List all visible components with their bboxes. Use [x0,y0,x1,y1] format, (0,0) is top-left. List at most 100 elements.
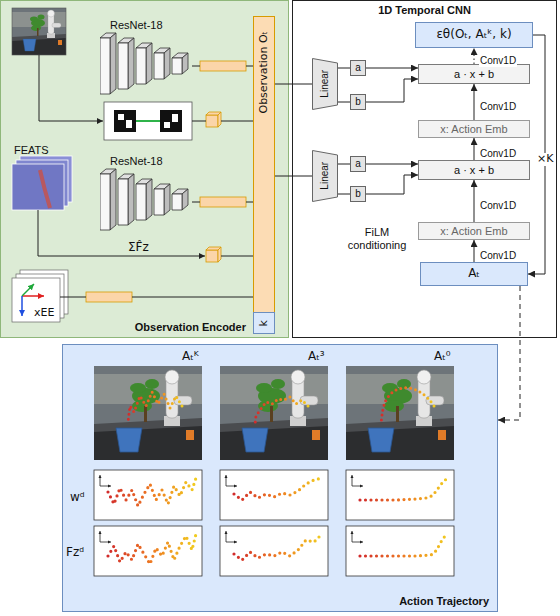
scene-photo [255,397,308,424]
pose-icon [22,295,44,297]
wire [132,297,253,298]
node-text: a · x + b [454,164,494,177]
scene-photo [94,366,454,460]
input-label: FEATS [14,144,49,156]
scene-photo [220,366,328,460]
feature-vector [200,61,246,71]
connector [366,164,418,165]
node-text: a · x + b [454,68,494,81]
trajectory-plot [346,526,454,576]
feature-vector [200,197,246,207]
wire [221,121,253,122]
feature-vector [86,292,132,302]
connector [474,84,475,120]
trajectory-plot [360,534,448,556]
annotation: FiLM conditioning [343,226,411,251]
trajectory-plot [108,534,196,564]
trajectory-plot [108,478,196,506]
node-text: b [355,96,361,108]
trajectory-plot [220,470,328,520]
feature-vector [86,61,246,302]
trajectory-plot [100,531,101,542]
shift-box: b [350,186,366,202]
trajectory-plot [94,470,202,520]
node-text: Linear [319,70,331,98]
embedding-box: x: Action Emb [418,120,530,138]
pose-icon [12,270,68,322]
edge-label: Conv1D [479,55,517,67]
trajectory-plot [220,470,328,520]
trajectory-plot [220,526,328,576]
bar-label: Observation Oₜ [258,31,271,113]
trajectory-plot [360,478,448,500]
network-label: ResNet-18 [110,19,163,31]
scale-box: a [350,60,366,76]
trajectory-plot [352,531,353,542]
wire [192,202,200,203]
connector [498,286,520,420]
trajectory-plot [352,475,353,486]
input-label: ΣF̂z [128,240,149,254]
observation-bar: Observation Oₜ k [253,16,275,334]
resnet-symbol [100,33,188,94]
connector [474,240,475,262]
pose-icon [22,284,34,296]
edge-label: Conv1D [479,101,517,113]
feature-vector [206,115,218,127]
scene-photo [94,366,202,460]
connector [474,138,475,160]
trajectory-plot [100,486,111,487]
step-label: Aₜ⁰ [434,349,451,363]
marker-image [160,110,182,132]
step-label: Aₜᴷ [182,349,199,363]
cnn-panel: 1D Temporal CNNεθ(Oₜ, Aₜᵏ, k)a · x + bx:… [292,0,557,338]
connector [275,176,312,177]
feats-image [40,170,50,208]
edge-label: Conv1D [479,148,517,160]
wire [246,202,253,203]
node-text: a [355,158,361,170]
wire [192,66,200,67]
wire [192,121,206,122]
shift-box: b [350,94,366,110]
trapezoid-shape [313,59,338,110]
scene-photo [346,366,454,460]
connector [275,84,312,85]
node-text: x: Action Emb [440,123,507,136]
trajectory-plot [100,542,111,543]
node-text: a [355,62,361,74]
feats-image [12,164,64,210]
timestep-box: k [253,312,275,334]
node-text: x: Action Emb [440,225,507,238]
resnet-symbol [100,169,188,230]
scene-photo [346,366,454,460]
trapezoid-shape [313,151,338,202]
network-label: ResNet-18 [110,155,163,167]
linear-layer: Linear [312,150,338,202]
edge-label: Conv1D [479,200,517,212]
axis-label: wᵈ [70,490,85,504]
trajectory-plot [94,526,202,576]
trajectory-plot [346,470,454,520]
wire [60,297,86,298]
trajectory-plot [226,542,237,543]
edge-label: ×K [536,153,554,166]
trajectory-plot [352,542,363,543]
node-text: Linear [319,162,331,190]
axis-label: Fzᵈ [66,545,84,559]
trajectory-plot [226,475,227,486]
connector [338,68,350,69]
trajectory-plot [346,526,454,576]
trajectory-plot [346,470,454,520]
connector [366,79,418,102]
marker-image [114,110,136,132]
camera-photo [12,8,66,55]
connector [474,48,475,64]
scene-photo [94,366,202,460]
wire [246,66,253,67]
marker-image [172,114,178,122]
node-text: k [258,320,271,326]
pose-icon [12,278,60,322]
trajectory-plot [226,486,237,487]
